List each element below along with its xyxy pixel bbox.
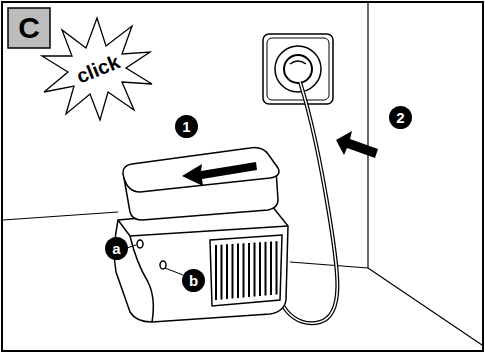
vent-fin [232,244,234,299]
charger-base [114,206,288,322]
vent-fin [265,242,267,296]
room-lines [3,3,482,345]
vent-fin [259,242,261,296]
vent-fin [237,244,239,298]
click-starburst [42,18,152,120]
callout-letter: a [105,237,128,260]
callout-number: 2 [389,106,412,129]
power-cable [280,82,337,323]
leader-line [165,268,183,275]
vent-fin [254,243,256,297]
vent-fin [215,245,217,300]
wall-socket [263,34,333,104]
figure-letter-box [8,8,50,48]
vent-fin [243,243,245,297]
vent-fin [248,243,250,297]
callout-number: 1 [175,115,198,138]
vent-fin [221,245,223,300]
slide-arrow [182,162,257,186]
led-indicator [137,240,143,248]
callout-letter: b [182,269,205,292]
insert-arrow [336,131,378,158]
vent-fin [270,242,272,296]
figure-letter: C [9,9,49,47]
vent-fin [226,244,228,299]
vent-fin [276,241,278,294]
battery-pack [123,148,279,220]
leader-line [127,245,136,248]
